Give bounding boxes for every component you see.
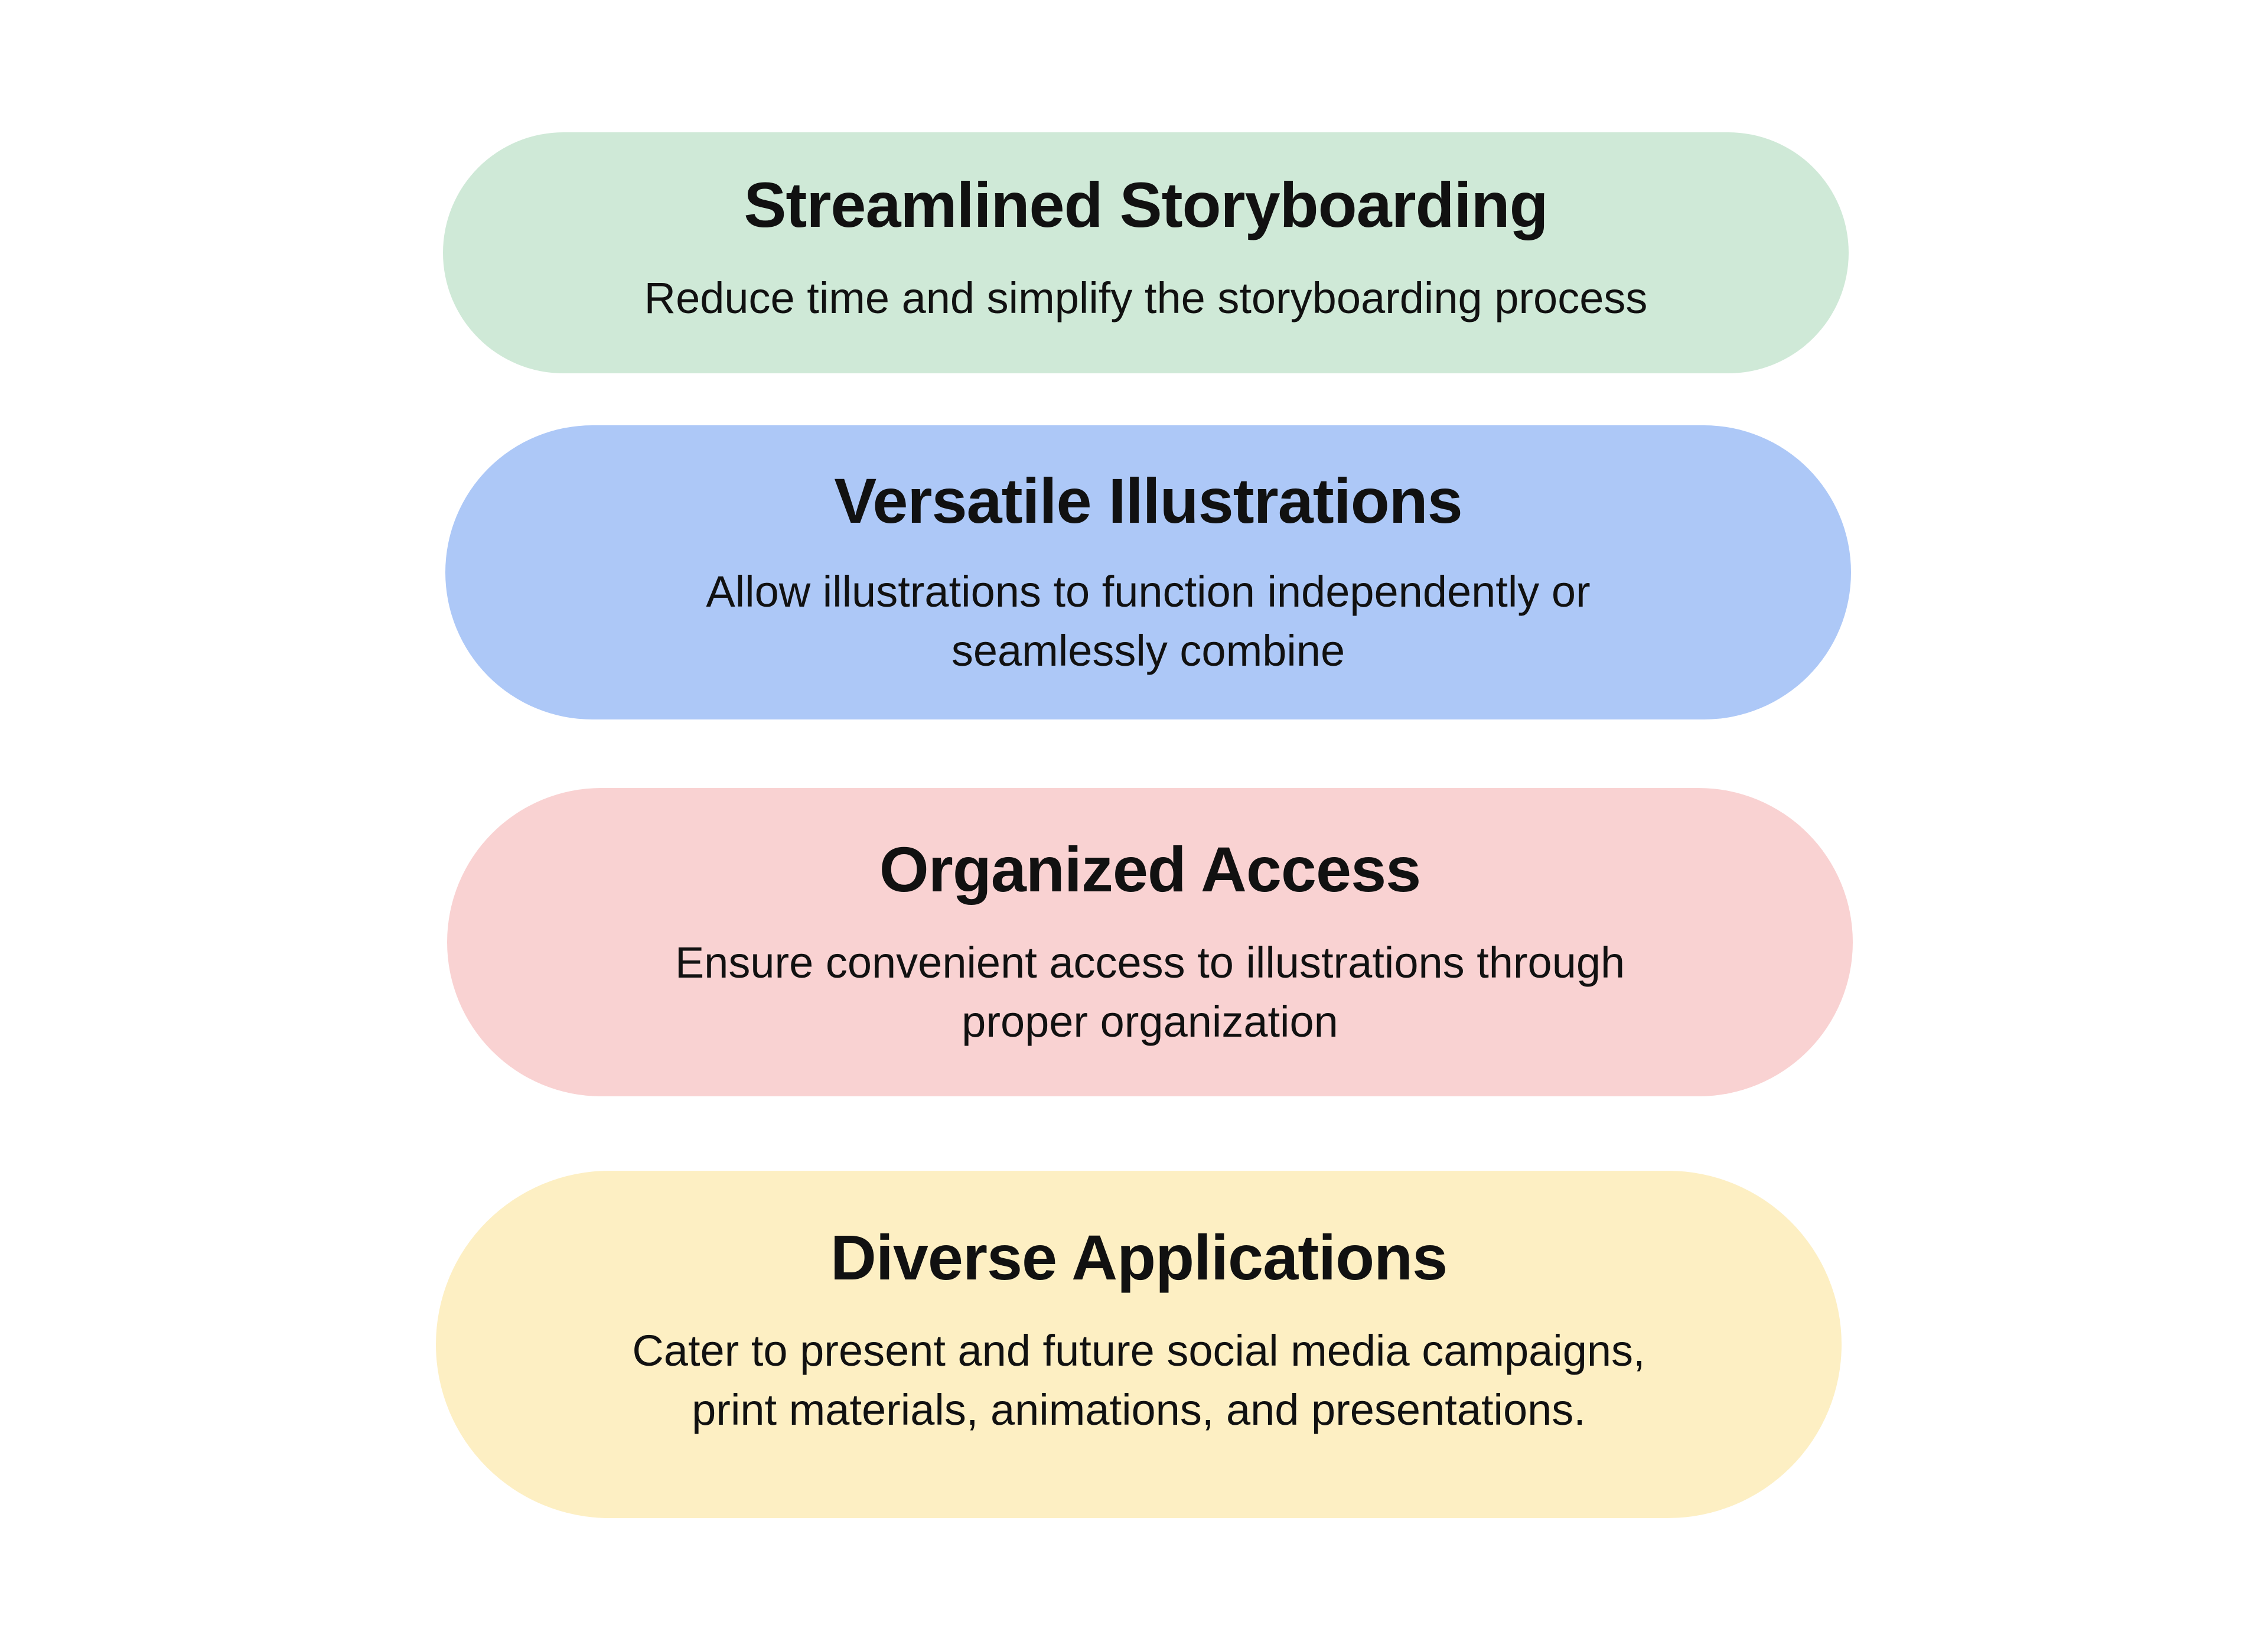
pill-description: Cater to present and future social media… bbox=[632, 1326, 1645, 1435]
pill-organized-access: Organized Access Ensure convenient acces… bbox=[447, 788, 1853, 1096]
pill-title: Diverse Applications bbox=[830, 1222, 1448, 1294]
pill-description: Allow illustrations to function independ… bbox=[706, 567, 1591, 676]
pill-title: Streamlined Storyboarding bbox=[744, 168, 1548, 240]
pill-title: Versatile Illustrations bbox=[834, 465, 1462, 537]
pill-description: Reduce time and simplify the storyboardi… bbox=[644, 273, 1648, 323]
pill-title: Organized Access bbox=[879, 833, 1421, 906]
pill-versatile-illustrations: Versatile Illustrations Allow illustrati… bbox=[445, 425, 1851, 719]
pill-streamlined-storyboarding: Streamlined Storyboarding Reduce time an… bbox=[443, 132, 1849, 373]
pill-description: Ensure convenient access to illustration… bbox=[674, 938, 1625, 1047]
pill-diverse-applications: Diverse Applications Cater to present an… bbox=[436, 1171, 1842, 1518]
